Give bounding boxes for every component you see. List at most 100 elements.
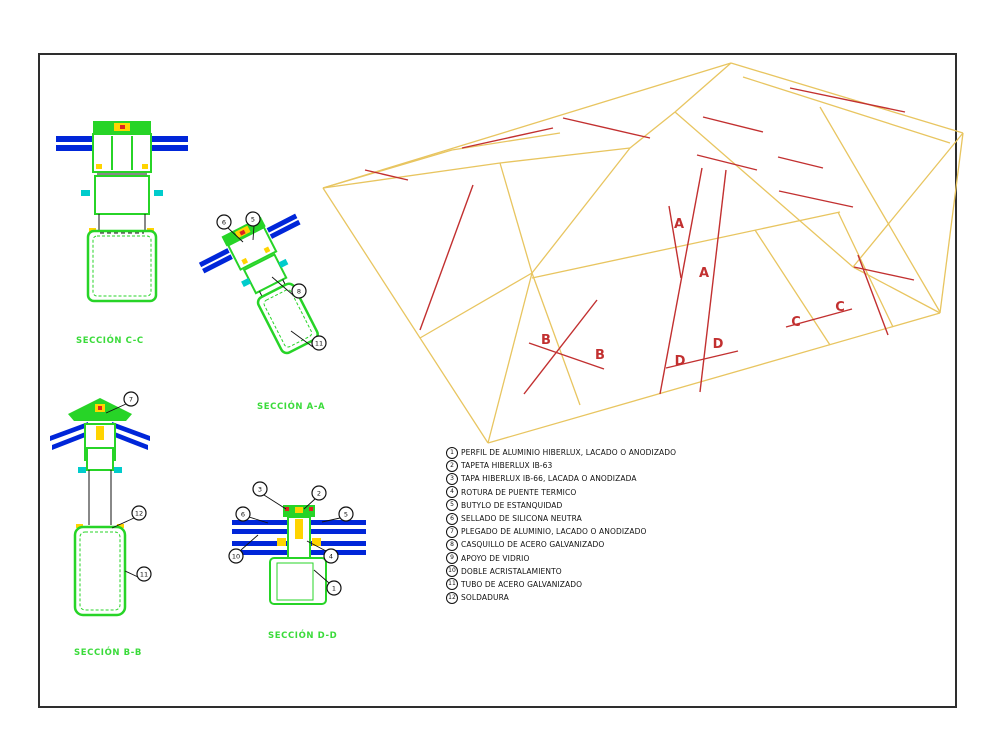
svg-text:2: 2 — [317, 490, 321, 498]
roof-line — [531, 211, 841, 279]
roof-cut-letter-b: B — [595, 348, 605, 363]
legend-item-text: TAPETA HIBERLUX IB-63 — [461, 461, 553, 471]
roof-cut-letter-c: C — [835, 300, 845, 315]
aa-glazing-left — [198, 248, 233, 274]
legend-item-text: TUBO DE ACERO GALVANIZADO — [461, 579, 583, 589]
cc-clip-left — [81, 190, 90, 196]
svg-text:11: 11 — [140, 571, 148, 579]
dd-glazing-left — [232, 520, 287, 555]
roof-line — [696, 154, 758, 171]
roof-cut-letter-d: D — [675, 354, 686, 369]
roof-line — [322, 62, 732, 189]
roof-cut-letter-a: A — [674, 217, 684, 232]
dd-callout-3: 3 — [252, 481, 268, 497]
roof-line — [819, 106, 941, 313]
aa-callout-8: 8 — [291, 283, 307, 299]
cc-mullion-body — [94, 175, 150, 215]
roof-line — [528, 342, 605, 370]
roof-line — [322, 162, 501, 189]
dd-profile-body — [269, 557, 327, 605]
roof-line — [730, 62, 964, 134]
roof-line — [659, 167, 703, 395]
roof-line — [665, 350, 739, 369]
roof-line — [742, 76, 951, 144]
bb-steel-tube — [73, 525, 127, 617]
legend-item-number: 9 — [446, 552, 458, 565]
legend-item-text: BUTYLO DE ESTANQUIDAD — [461, 500, 563, 510]
roof-line — [419, 272, 533, 339]
legend-item-number: 2 — [446, 459, 458, 472]
roof-line — [531, 147, 631, 274]
roof-line — [461, 127, 554, 149]
roof-line — [499, 147, 631, 164]
roof-line — [629, 111, 676, 149]
roof-line — [702, 116, 764, 133]
legend-item-number: 6 — [446, 512, 458, 525]
legend-item-number: 8 — [446, 538, 458, 551]
section-dd-detail: 3 2 6 5 10 4 1 SECCIÓN D-D — [228, 481, 366, 641]
aa-mullion-head — [226, 225, 278, 271]
legend-item-text: DOBLE ACRISTALAMIENTO — [461, 566, 562, 576]
svg-text:11: 11 — [315, 340, 323, 348]
legend-item-text: PLEGADO DE ALUMINIO, LACADO O ANODIZADO — [461, 527, 647, 537]
roof-line — [364, 169, 409, 181]
legend-item-number: 1 — [446, 446, 458, 459]
section-bb-label: SECCIÓN B-B — [74, 646, 142, 658]
svg-text:12: 12 — [135, 510, 143, 518]
roof-line — [322, 149, 453, 189]
svg-text:5: 5 — [251, 216, 255, 224]
svg-text:6: 6 — [222, 219, 226, 227]
legend-item-number: 7 — [446, 525, 458, 538]
svg-text:7: 7 — [129, 396, 133, 404]
aa-callout-6: 6 — [216, 214, 232, 230]
roof-line — [668, 205, 682, 279]
roof-line — [499, 162, 533, 274]
cc-clip-right — [154, 190, 163, 196]
dd-callout-5: 5 — [338, 506, 354, 522]
legend-item-number: 3 — [446, 472, 458, 485]
bb-mullion-body — [86, 447, 114, 471]
section-aa-label: SECCIÓN A-A — [257, 400, 325, 412]
roof-line — [674, 62, 732, 113]
legend-item-text: ROTURA DE PUENTE TERMICO — [461, 487, 577, 497]
dd-glazing-right — [311, 520, 366, 555]
dd-callout-1: 1 — [326, 580, 342, 596]
legend-item-text: APOYO DE VIDRIO — [461, 553, 530, 563]
bb-glazing-left — [50, 422, 88, 450]
roof-line — [852, 132, 964, 268]
bb-callout-12: 12 — [131, 505, 147, 521]
roof-section-cut-lines — [364, 87, 915, 395]
svg-text:5: 5 — [344, 511, 348, 519]
section-aa-detail: 6 5 8 11 SECCIÓN A-A — [198, 211, 327, 412]
legend-item-number: 12 — [446, 591, 458, 604]
roof-cut-letter-b: B — [541, 333, 551, 348]
roof-line — [674, 111, 854, 268]
cc-cap-seal — [120, 125, 125, 129]
roof-line — [419, 184, 474, 331]
roof-line — [777, 156, 824, 169]
svg-text:4: 4 — [329, 553, 333, 561]
section-dd-label: SECCIÓN D-D — [268, 629, 337, 641]
legend-item-number: 4 — [446, 486, 458, 499]
cc-glazing-left — [56, 136, 93, 151]
roof-line — [778, 190, 854, 208]
aa-glazing-right — [266, 213, 301, 239]
section-cc-detail: SECCIÓN C-C — [56, 121, 188, 346]
roof-structure-lines — [322, 62, 964, 444]
legend-item-text: TAPA HIBERLUX IB-66, LACADA O ANODIZADA — [461, 474, 637, 484]
roof-line — [487, 312, 941, 444]
svg-text:1: 1 — [332, 585, 336, 593]
